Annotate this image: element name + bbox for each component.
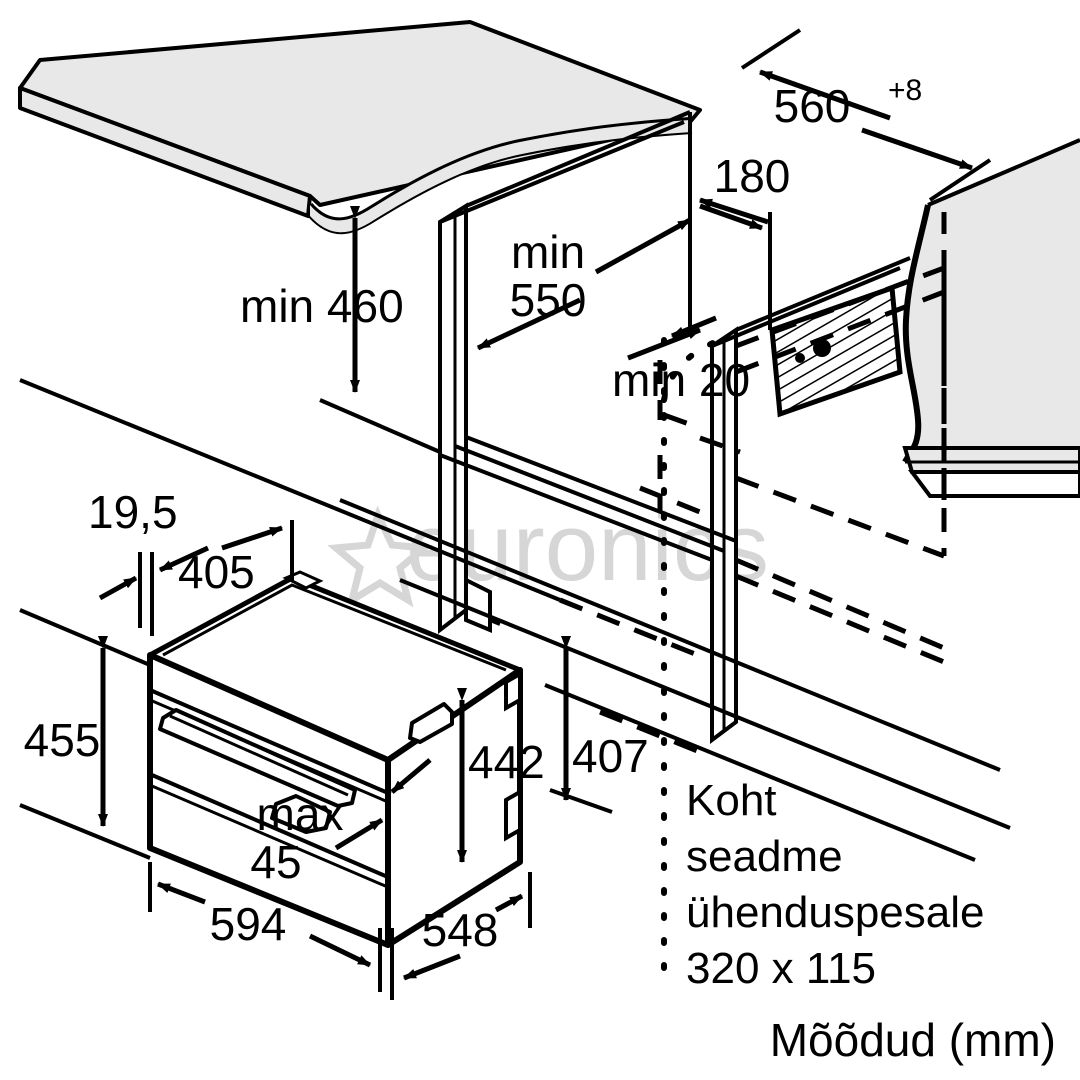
dimension-niche-width: 560 +8: [740, 28, 992, 202]
dimension-label-180: 180: [714, 150, 791, 202]
dimension-min-460: min 460: [240, 206, 441, 454]
dimension-label-442: 442: [468, 736, 545, 788]
dimension-label-min-550-line2: 550: [510, 274, 587, 326]
dimension-label-max-45-line1: max: [257, 788, 344, 840]
dimension-label-min-460: min 460: [240, 280, 404, 332]
right-wall-panel: [902, 138, 1080, 500]
dimension-405: 405: [158, 520, 294, 598]
dimension-label-594: 594: [210, 898, 287, 950]
hidden-edges: [559, 265, 947, 755]
appliance-oven: [147, 570, 523, 948]
socket-location-note: Koht seadme ühenduspesale 320 x 115: [686, 776, 984, 993]
dimension-455: 455: [19, 608, 151, 860]
countertop: [18, 20, 702, 235]
socket-note-line-4: 320 x 115: [686, 944, 876, 993]
socket-point-icon: [813, 339, 831, 357]
socket-leader-line: [661, 337, 723, 988]
socket-point-small-icon: [795, 353, 805, 363]
dimension-594: 594: [148, 862, 372, 968]
dimension-max-45: max 45: [250, 758, 432, 888]
dimension-label-560-tolerance: +8: [888, 74, 922, 107]
dimension-548: 548: [378, 872, 532, 1000]
dimension-442: 442: [457, 688, 545, 863]
dimension-min-550: min 550: [476, 217, 692, 351]
dimension-label-min-20: min 20: [612, 354, 750, 406]
units-caption: Mõõdud (mm): [770, 1014, 1056, 1066]
dimension-label-min-550-line1: min: [511, 226, 585, 278]
socket-note-line-3: ühenduspesale: [686, 888, 984, 937]
dimension-label-19-5: 19,5: [88, 486, 178, 538]
dimension-label-max-45-line2: 45: [250, 836, 301, 888]
dimension-label-548: 548: [422, 904, 499, 956]
socket-note-line-1: Koht: [686, 776, 777, 825]
dimension-min-20: min 20: [612, 315, 750, 406]
dimension-label-405: 405: [178, 546, 255, 598]
dimension-180: 180: [699, 150, 791, 330]
dimension-label-560: 560: [774, 80, 851, 132]
dimension-label-407: 407: [572, 730, 649, 782]
dimension-407: 407: [549, 636, 649, 814]
cabinet-carcass: [19, 110, 1011, 862]
dimension-label-455: 455: [24, 714, 101, 766]
socket-note-line-2: seadme: [686, 832, 843, 881]
dimension-19-5: 19,5: [88, 486, 178, 636]
